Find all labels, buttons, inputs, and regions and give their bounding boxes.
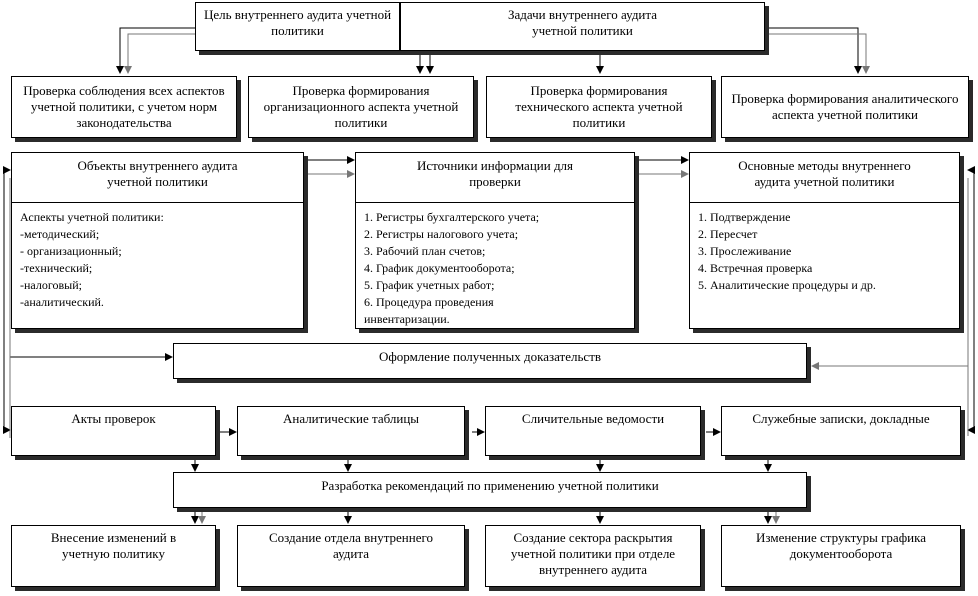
result-text-4: Изменение структуры графика документообо… [756, 530, 926, 561]
methods-item: 5. Аналитические процедуры и др. [698, 278, 876, 292]
objects-box: Объекты внутреннего аудита учетной полит… [11, 152, 304, 329]
sources-item: 3. Рабочий план счетов; [364, 244, 486, 258]
doc-text-2: Аналитические таблицы [282, 411, 420, 426]
doc-box-3: Сличительные ведомости [485, 406, 701, 456]
sources-item: 1. Регистры бухгалтерского учета; [364, 210, 540, 224]
task-text-3: Проверка формирования технического аспек… [515, 83, 683, 130]
doc-text-1: Акты проверок [71, 411, 156, 426]
objects-item: - организационный; [20, 244, 122, 258]
task-box-1: Проверка соблюдения всех аспектов учетно… [11, 76, 237, 138]
objects-item: Аспекты учетной политики: [20, 210, 164, 224]
tasks-box: Задачи внутреннего аудита учетной полити… [400, 2, 765, 51]
result-text-3: Создание сектора раскрытия учетной полит… [510, 530, 676, 577]
objects-item: -аналитический. [20, 295, 104, 309]
tasks-to-task-4-arrow [765, 27, 862, 74]
sources-item: 5. График учетных работ; [364, 278, 495, 292]
evidence-text: Оформление полученных доказательств [378, 349, 602, 364]
objects-item: -методический; [20, 227, 100, 241]
task-box-4: Проверка формирования аналитического асп… [721, 76, 969, 138]
tasks-shadow-line [765, 33, 870, 74]
doc-box-2: Аналитические таблицы [237, 406, 465, 456]
task-text-1: Проверка соблюдения всех аспектов учетно… [23, 83, 225, 130]
evidence-box: Оформление полученных доказательств [173, 343, 807, 379]
recommendations-title: Разработка рекомендаций по применению уч… [321, 478, 659, 493]
objects-item: -налоговый; [20, 278, 82, 292]
doc-box-1: Акты проверок [11, 406, 216, 456]
methods-box: Основные методы внутреннего аудита учетн… [689, 152, 960, 329]
tasks-title: Задачи внутреннего аудита учетной полити… [507, 7, 657, 38]
doc-box-4: Служебные записки, докладные [721, 406, 961, 456]
goal-text: Цель внутреннего аудита учетной политики [203, 7, 392, 38]
task-text-2: Проверка формирования организационного а… [263, 83, 459, 130]
result-box-4: Изменение структуры графика документообо… [721, 525, 961, 587]
sources-list: 1. Регистры бухгалтерского учета; 2. Рег… [356, 203, 634, 328]
methods-item: 2. Пересчет [698, 227, 758, 241]
task-box-2: Проверка формирования организационного а… [248, 76, 474, 138]
objects-list: Аспекты учетной политики: -методический;… [12, 203, 303, 311]
methods-title: Основные методы внутреннего аудита учетн… [690, 153, 959, 203]
sources-box: Источники информации для проверки 1. Рег… [355, 152, 635, 329]
sources-item: 4. График документооборота; [364, 261, 515, 275]
result-box-2: Создание отдела внутреннего аудита [237, 525, 465, 587]
sources-title: Источники информации для проверки [356, 153, 634, 203]
sources-item: 2. Регистры налогового учета; [364, 227, 519, 241]
methods-item: 1. Подтверждение [698, 210, 791, 224]
task-text-4: Проверка формирования аналитического асп… [731, 91, 959, 122]
goal-to-task-1-arrow [116, 27, 195, 74]
sources-item: инвентаризации. [364, 312, 450, 326]
recommendations-box: Разработка рекомендаций по применению уч… [173, 472, 807, 508]
goal-box: Цель внутреннего аудита учетной политики [195, 2, 400, 51]
result-text-1: Внесение изменений в учетную политику [50, 530, 177, 561]
sources-item: 6. Процедура проведения [364, 295, 494, 309]
objects-title: Объекты внутреннего аудита учетной полит… [12, 153, 303, 203]
methods-list: 1. Подтверждение 2. Пересчет 3. Прослежи… [690, 203, 959, 294]
result-box-1: Внесение изменений в учетную политику [11, 525, 216, 587]
task-box-3: Проверка формирования технического аспек… [486, 76, 712, 138]
goal-shadow-line [124, 33, 195, 74]
methods-item: 3. Прослеживание [698, 244, 792, 258]
result-text-2: Создание отдела внутреннего аудита [268, 530, 434, 561]
methods-item: 4. Встречная проверка [698, 261, 813, 275]
objects-item: -технический; [20, 261, 93, 275]
doc-text-3: Сличительные ведомости [521, 411, 665, 426]
result-box-3: Создание сектора раскрытия учетной полит… [485, 525, 701, 587]
doc-text-4: Служебные записки, докладные [752, 411, 930, 426]
